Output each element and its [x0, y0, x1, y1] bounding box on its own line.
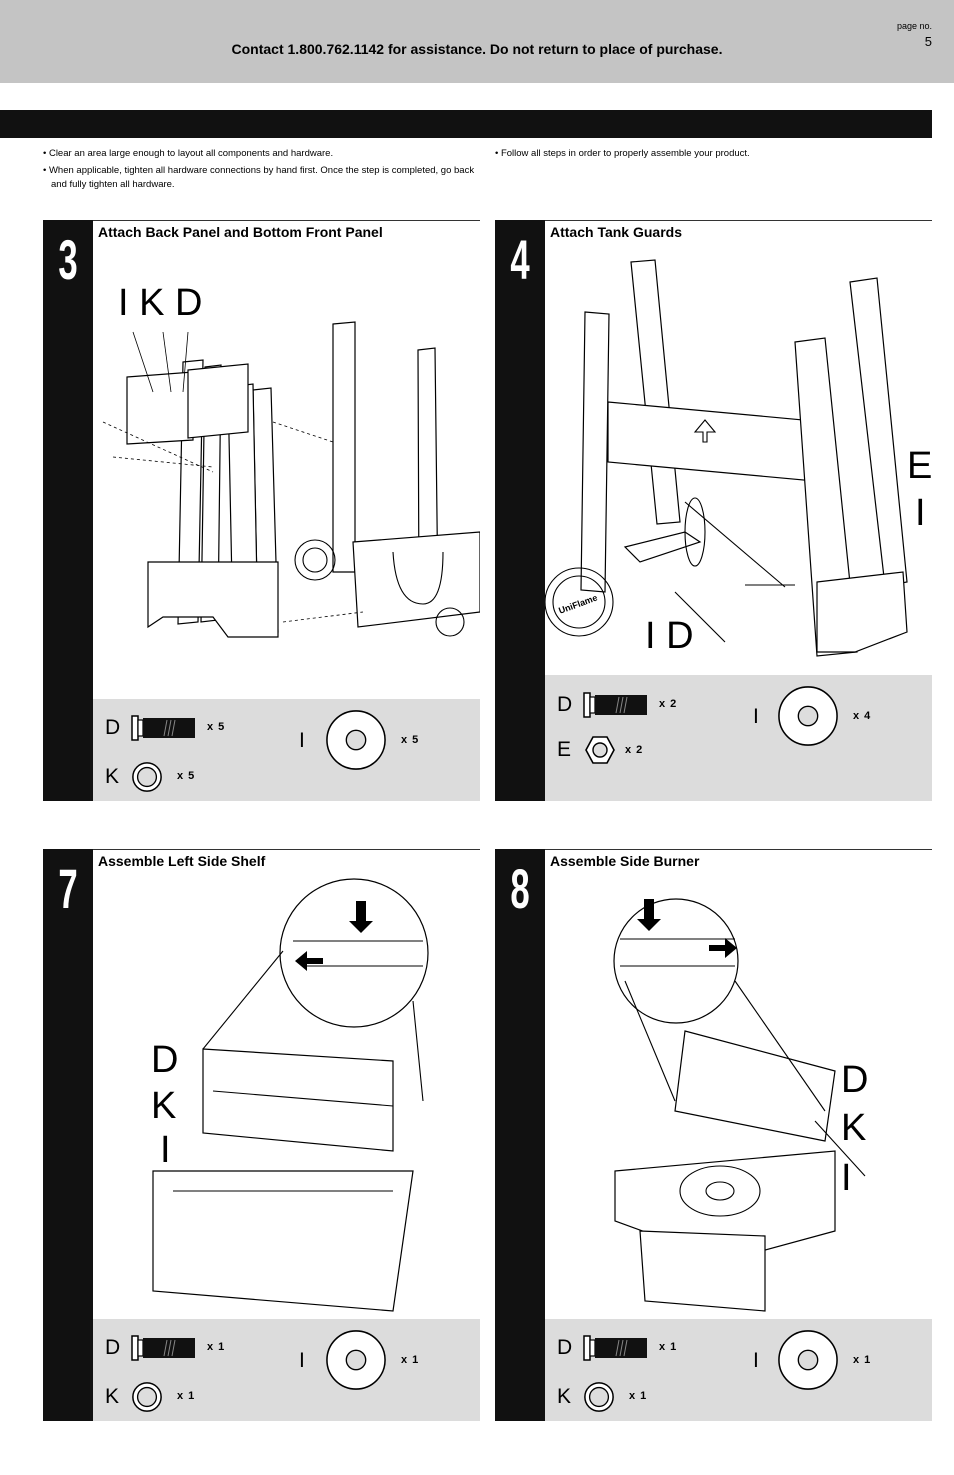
callout-label: K	[841, 1107, 867, 1149]
step-divider	[545, 220, 932, 221]
page-number-label: page no.	[896, 21, 932, 31]
washer-icon	[325, 709, 387, 771]
back-panel-illustration	[102, 321, 480, 638]
notes-right: • Follow all steps in order to properly …	[495, 147, 925, 164]
bolt-icon	[131, 713, 197, 743]
callout-label: D	[151, 1039, 179, 1081]
note-item: • Follow all steps in order to properly …	[495, 148, 750, 159]
part-letter: K	[105, 765, 120, 788]
left-shelf-illustration	[152, 878, 429, 1312]
lock-washer-icon	[583, 1381, 615, 1413]
step-4-panel: 4 Attach Tank Guards UniFlame E I I D D …	[495, 220, 932, 801]
part-quantity: x 5	[177, 770, 196, 782]
washer-icon	[777, 685, 839, 747]
callout-label: E	[907, 445, 933, 487]
note-item: • When applicable, tighten all hardware …	[43, 165, 475, 190]
bolt-icon	[583, 690, 649, 720]
callout-label: I	[915, 492, 926, 534]
step-7-panel: 7 Assemble Left Side Shelf D K I D x 1 I…	[43, 849, 480, 1421]
part-quantity: x 2	[625, 744, 644, 756]
callout-label: K	[151, 1085, 177, 1127]
part-letter: D	[557, 693, 573, 716]
hardware-box: D x 2 I x 4 E x 2	[545, 675, 932, 801]
step-number: 3	[58, 228, 78, 291]
part-letter: K	[105, 1385, 120, 1408]
part-letter: D	[557, 1336, 573, 1359]
callout-label: I D	[645, 615, 694, 657]
hardware-box: D x 5 I x 5 K x 5	[93, 699, 480, 801]
part-quantity: x 1	[629, 1390, 648, 1402]
washer-icon	[777, 1329, 839, 1391]
part-letter: E	[557, 738, 572, 761]
part-quantity: x 4	[853, 710, 872, 722]
step-number-bar: 3	[43, 220, 93, 801]
part-letter: I	[753, 705, 759, 728]
washer-icon	[325, 1329, 387, 1391]
notes-left: • Clear an area large enough to layout a…	[43, 147, 478, 195]
part-letter: D	[105, 1336, 121, 1359]
lock-washer-icon	[131, 1381, 163, 1413]
bolt-icon	[131, 1333, 197, 1363]
header-bar	[0, 0, 954, 83]
step-number-bar: 8	[495, 849, 545, 1421]
step-divider	[93, 220, 480, 221]
step-divider	[545, 849, 932, 850]
part-letter: K	[557, 1385, 572, 1408]
step-8-panel: 8 Assemble Side Burner D K I D x 1 I	[495, 849, 932, 1421]
step-number: 7	[58, 857, 78, 920]
part-letter: I	[299, 729, 305, 752]
step-title: Attach Tank Guards	[550, 224, 682, 240]
part-quantity: x 5	[207, 721, 226, 733]
hardware-box: D x 1 I x 1 K x 1	[545, 1319, 932, 1421]
part-quantity: x 1	[401, 1354, 420, 1366]
step-title: Assemble Side Burner	[550, 853, 700, 869]
part-letter: I	[299, 1349, 305, 1372]
bolt-icon	[583, 1333, 649, 1363]
lock-washer-icon	[131, 761, 163, 793]
nut-icon	[585, 735, 615, 765]
side-burner-illustration	[613, 898, 866, 1312]
part-letter: D	[105, 716, 121, 739]
step-number-bar: 7	[43, 849, 93, 1421]
step-number: 4	[510, 228, 530, 291]
step-number-bar: 4	[495, 220, 545, 801]
step-divider	[93, 849, 480, 850]
callout-label: I	[160, 1129, 171, 1171]
note-item: • Clear an area large enough to layout a…	[43, 148, 334, 159]
tank-guards-illustration: UniFlame	[545, 259, 908, 657]
page-number: 5	[924, 34, 932, 49]
part-quantity: x 1	[659, 1341, 678, 1353]
uniflame-logo: UniFlame	[557, 593, 598, 616]
step-title: Attach Back Panel and Bottom Front Panel	[98, 224, 383, 240]
step-number: 8	[510, 857, 530, 920]
part-quantity: x 1	[853, 1354, 872, 1366]
part-quantity: x 1	[207, 1341, 226, 1353]
section-bar	[0, 110, 932, 138]
part-quantity: x 1	[177, 1390, 196, 1402]
assistance-contact: Contact 1.800.762.1142 for assistance. D…	[231, 41, 723, 57]
part-letter: I	[753, 1349, 759, 1372]
part-quantity: x 2	[659, 698, 678, 710]
hardware-box: D x 1 I x 1 K x 1	[93, 1319, 480, 1421]
callout-label: D	[841, 1059, 869, 1101]
step-title: Assemble Left Side Shelf	[98, 853, 266, 869]
callout-label: I	[841, 1157, 852, 1199]
part-quantity: x 5	[401, 734, 420, 746]
callout-labels: I K D	[118, 282, 203, 324]
step-3-panel: 3 Attach Back Panel and Bottom Front Pan…	[43, 220, 480, 801]
